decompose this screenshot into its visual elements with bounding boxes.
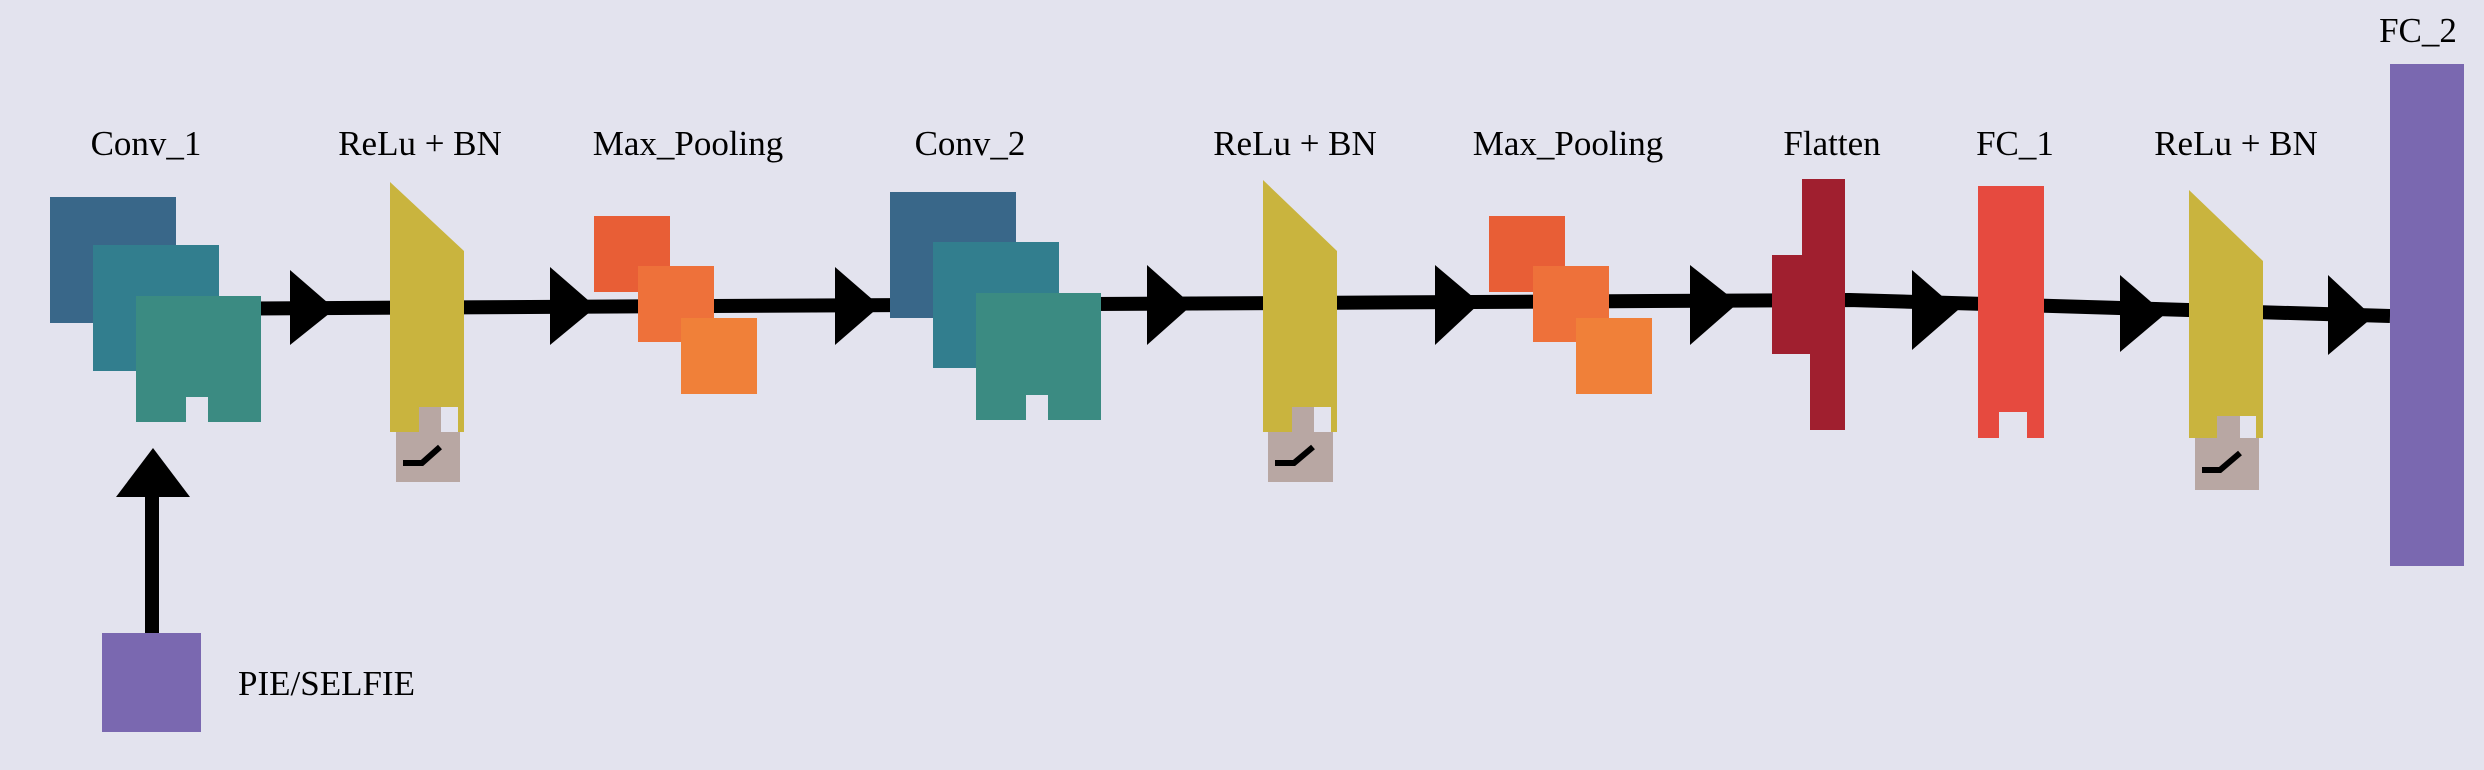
activation-icon-3 xyxy=(2195,416,2259,490)
conv-1-block xyxy=(50,197,261,422)
arrowhead-1 xyxy=(290,270,335,345)
arrowhead-4 xyxy=(1147,265,1192,345)
arrowhead-3 xyxy=(835,267,880,345)
label-fc-2: FC_2 xyxy=(2379,11,2457,50)
label-max-pooling-1: Max_Pooling xyxy=(593,124,784,163)
label-max-pooling-2: Max_Pooling xyxy=(1473,124,1664,163)
label-conv-2: Conv_2 xyxy=(915,124,1026,163)
relu-bn-3-block xyxy=(2189,190,2263,490)
arrowhead-8 xyxy=(2120,275,2165,352)
arrowhead-9 xyxy=(2328,275,2373,355)
max-pooling-1-block xyxy=(594,216,757,394)
relu-bn-2-block xyxy=(1263,180,1337,482)
label-relu-bn-3: ReLu + BN xyxy=(2154,124,2318,163)
label-conv-1: Conv_1 xyxy=(91,124,202,163)
arrowhead-7 xyxy=(1912,270,1958,350)
activation-icon-1 xyxy=(396,407,460,482)
arrowhead-6 xyxy=(1690,265,1738,345)
fc-2-block xyxy=(2390,64,2464,566)
label-input: PIE/SELFIE xyxy=(238,664,415,703)
arrowhead-5 xyxy=(1435,265,1480,345)
fc-1-block xyxy=(1978,186,2044,438)
label-relu-bn-2: ReLu + BN xyxy=(1213,124,1377,163)
arrowhead-2 xyxy=(550,267,596,345)
label-flatten: Flatten xyxy=(1783,124,1880,163)
relu-bn-1-block xyxy=(390,182,464,482)
label-relu-bn-1: ReLu + BN xyxy=(338,124,502,163)
flatten-shape xyxy=(1772,179,1845,430)
input-arrowhead xyxy=(116,448,190,497)
conv-2-block xyxy=(890,192,1101,420)
activation-icon-2 xyxy=(1268,407,1333,482)
label-fc-1: FC_1 xyxy=(1976,124,2054,163)
max-pooling-2-block xyxy=(1489,216,1652,394)
input-block xyxy=(102,633,201,732)
